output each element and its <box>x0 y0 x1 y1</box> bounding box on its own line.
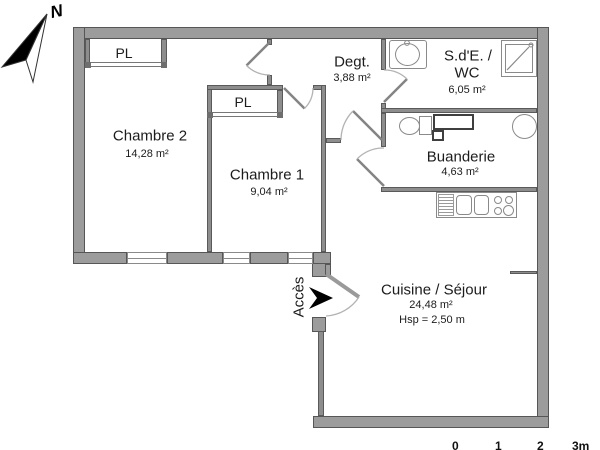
door-chambre2 <box>245 41 271 76</box>
sink-basin-left-icon <box>456 195 472 215</box>
wall-chambre1-right <box>321 85 326 252</box>
washing-machine-icon <box>512 114 537 139</box>
room-area-degagement: 3,88 m² <box>333 72 371 84</box>
window-chambre1-right <box>288 252 313 264</box>
room-area-chambre1: 9,04 m² <box>250 186 288 198</box>
wall-buanderie-south <box>381 187 537 192</box>
scale-tick-1: 1 <box>495 439 502 450</box>
room-area-cuisine: 24,48 m² <box>409 299 453 311</box>
closet1-door-cap-right <box>277 112 283 118</box>
shower-tray-icon <box>505 44 533 73</box>
wall-cuisine-left-lower <box>318 331 324 416</box>
entrance-jamb-bottom <box>312 317 326 332</box>
wall-chambre1-top <box>207 85 283 90</box>
room-area-sde: 6,05 m² <box>448 84 486 96</box>
toilet-tank-icon <box>419 116 432 135</box>
entrance-jamb-top <box>312 263 326 277</box>
wall-outer-left <box>73 27 85 264</box>
washbasin-bowl-icon <box>395 43 420 66</box>
wall-sde-south <box>381 108 537 113</box>
door-chambre1 <box>283 87 314 110</box>
laundry-counter-icon <box>433 114 474 130</box>
burner-icon <box>503 205 514 216</box>
wall-bedroom-bottom-2 <box>167 252 223 264</box>
drainboard-icon <box>438 194 454 216</box>
scale-tick-0: 0 <box>452 439 459 450</box>
access-label: Accès <box>290 276 308 318</box>
closet1-door-cap-left <box>207 112 213 118</box>
window-chambre2 <box>127 252 167 264</box>
compass-n-label: N <box>48 1 65 22</box>
north-arrow-icon: N <box>0 1 65 84</box>
wall-bedroom-bottom-1 <box>73 252 127 264</box>
burner-icon <box>505 196 513 204</box>
entrance-arrow-icon <box>309 287 333 309</box>
door-buanderie <box>356 147 385 187</box>
window-glass-line <box>128 258 166 259</box>
wall-chambre2-door-stub-top <box>267 39 272 45</box>
closet-label-chambre1: PL <box>234 94 252 110</box>
toilet-bowl-icon <box>399 117 420 135</box>
room-label-cuisine: Cuisine / Séjour <box>381 281 487 299</box>
door-sde-wc <box>383 69 408 103</box>
room-label-chambre1: Chambre 1 <box>229 166 305 184</box>
wall-chambre-divider <box>207 85 212 252</box>
door-degagement-cuisine <box>340 110 383 141</box>
wall-cuisine-right-return <box>510 271 537 274</box>
burner-icon <box>494 196 502 204</box>
closet2-door-cap-right <box>161 62 167 68</box>
closet2-door-cap-left <box>85 62 91 68</box>
closet-label-chambre2: PL <box>115 45 133 61</box>
closet2-sliding-door <box>90 62 162 67</box>
room-label-sde-line2: WC <box>454 64 480 82</box>
window-glass-line <box>289 258 312 259</box>
wall-buanderie-west <box>381 113 386 147</box>
room-label-degagement: Degt. <box>334 53 370 71</box>
scale-tick-2: 2 <box>537 439 544 450</box>
door-entrance <box>324 272 361 317</box>
room-area-chambre2: 14,28 m² <box>125 148 169 160</box>
window-glass-line <box>224 258 249 259</box>
wall-outer-top <box>73 27 549 39</box>
room-height-cuisine: Hsp = 2,50 m <box>399 314 465 326</box>
closet1-sliding-door <box>213 112 278 117</box>
room-label-sde-line1: S.d'E. / <box>444 47 492 65</box>
room-label-chambre2: Chambre 2 <box>112 127 188 145</box>
scale-tick-3: 3m <box>572 439 590 450</box>
wall-outer-right <box>537 27 549 428</box>
wall-cuisine-door-stub <box>326 138 341 143</box>
wall-sde-west-upper <box>381 39 386 70</box>
wall-bedroom-bottom-3 <box>250 252 288 264</box>
wall-outer-bottom <box>313 416 549 428</box>
wall-chambre2-door-stub-bottom <box>267 75 272 85</box>
laundry-unit-icon <box>432 130 444 141</box>
room-label-buanderie: Buanderie <box>426 148 496 166</box>
burner-icon <box>494 207 502 215</box>
sink-basin-right-icon <box>474 195 489 215</box>
window-chambre1-left <box>223 252 250 264</box>
room-area-buanderie: 4,63 m² <box>441 166 479 178</box>
